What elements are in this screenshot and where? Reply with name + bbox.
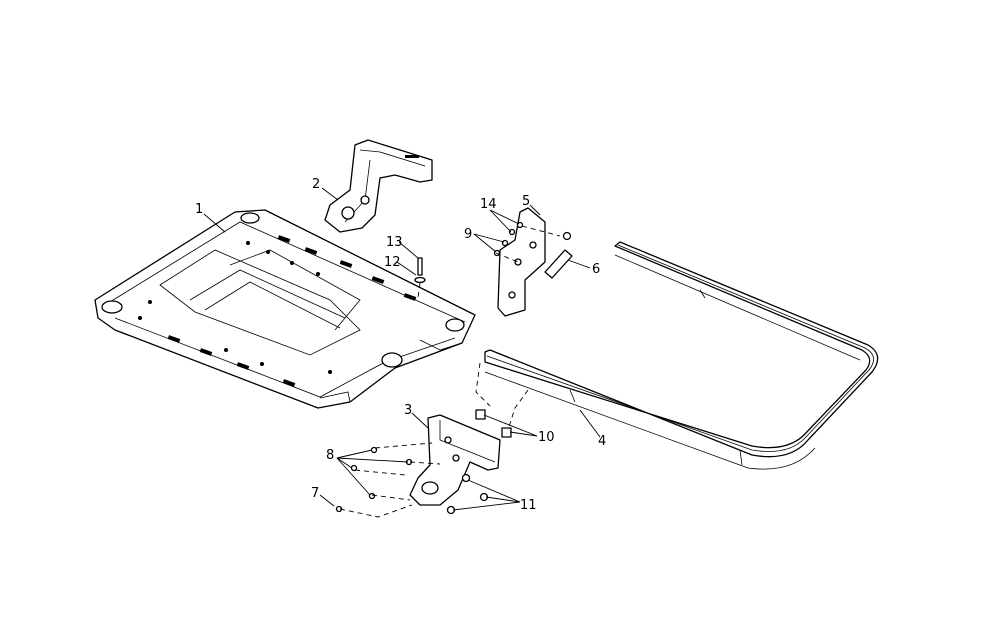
- part-4-rail-loop: [484, 241, 879, 470]
- part-5-plate: [497, 207, 546, 317]
- leader-lines: [203, 187, 601, 511]
- part-2-bracket: [324, 139, 433, 233]
- callout-14: 14: [480, 197, 497, 212]
- callout-9: 9: [464, 227, 472, 242]
- callout-10: 10: [538, 430, 555, 445]
- callout-6: 6: [592, 262, 600, 277]
- callout-1: 1: [195, 202, 203, 217]
- fasteners: [335, 221, 572, 515]
- callout-5: 5: [522, 194, 530, 209]
- callout-7: 7: [311, 486, 319, 501]
- part-3-mount-bracket: [409, 414, 501, 506]
- callout-4: 4: [598, 434, 606, 449]
- part-6-strip: [544, 249, 573, 279]
- callout-13: 13: [386, 235, 403, 250]
- callout-12: 12: [384, 255, 401, 270]
- callout-3: 3: [404, 403, 412, 418]
- part-1-cargo-tray: [94, 209, 476, 409]
- assembly-lines: [339, 225, 561, 518]
- callout-8: 8: [326, 448, 334, 463]
- callout-2: 2: [312, 177, 320, 192]
- callout-11: 11: [520, 498, 537, 513]
